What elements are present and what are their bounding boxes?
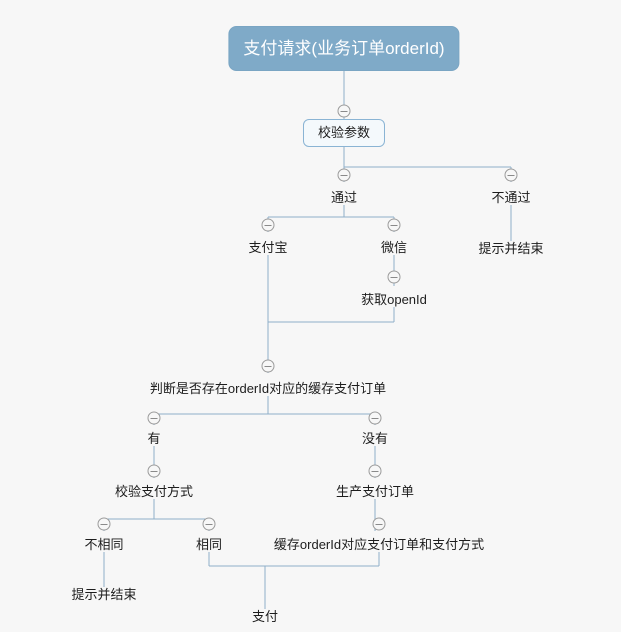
edge-verify-children <box>103 499 210 531</box>
node-get-openid[interactable]: 获取openId <box>361 292 427 307</box>
node-payment-request[interactable]: 支付请求(业务订单orderId) <box>228 26 460 71</box>
node-not-same[interactable]: 不相同 <box>84 537 124 552</box>
edge-pass-children <box>267 205 395 232</box>
collapse-icon-wechat[interactable] <box>387 218 401 232</box>
node-create-payment-order[interactable]: 生产支付订单 <box>335 484 415 499</box>
node-check-cached-order[interactable]: 判断是否存在orderId对应的缓存支付订单 <box>149 381 387 396</box>
collapse-icon-not-same[interactable] <box>97 517 111 531</box>
node-not-same-prompt-end[interactable]: 提示并结束 <box>71 587 137 602</box>
node-validate-params[interactable]: 校验参数 <box>302 119 386 147</box>
collapse-icon-verify-payment-method[interactable] <box>147 464 161 478</box>
node-pay[interactable]: 支付 <box>251 609 279 624</box>
node-wechat[interactable]: 微信 <box>380 240 408 255</box>
node-same[interactable]: 相同 <box>195 537 223 552</box>
collapse-icon-get-openid[interactable] <box>387 270 401 284</box>
edge-validate-branch <box>343 147 512 182</box>
collapse-icon-has-cache[interactable] <box>147 411 161 425</box>
node-has-cache[interactable]: 有 <box>147 431 161 446</box>
collapse-icon-pass[interactable] <box>337 168 351 182</box>
collapse-icon-same[interactable] <box>202 517 216 531</box>
node-cache-order-and-method[interactable]: 缓存orderId对应支付订单和支付方式 <box>273 537 485 552</box>
node-alipay[interactable]: 支付宝 <box>248 240 288 255</box>
node-no-cache[interactable]: 没有 <box>361 431 389 446</box>
collapse-icon-fail[interactable] <box>504 168 518 182</box>
collapse-icon-create-payment-order[interactable] <box>368 464 382 478</box>
node-verify-payment-method[interactable]: 校验支付方式 <box>114 484 194 499</box>
collapse-icon-alipay[interactable] <box>261 218 275 232</box>
edge-check-children <box>153 396 376 425</box>
node-fail-prompt-end[interactable]: 提示并结束 <box>478 241 544 256</box>
edge-merge-to-pay <box>208 552 380 609</box>
node-fail[interactable]: 不通过 <box>491 190 531 205</box>
edge-merge-to-check <box>267 255 395 373</box>
collapse-icon-cache-order-and-method[interactable] <box>372 517 386 531</box>
node-pass[interactable]: 通过 <box>330 190 358 205</box>
collapse-icon-no-cache[interactable] <box>368 411 382 425</box>
collapse-icon-validate-params[interactable] <box>337 104 351 118</box>
collapse-icon-check-cached-order[interactable] <box>261 359 275 373</box>
